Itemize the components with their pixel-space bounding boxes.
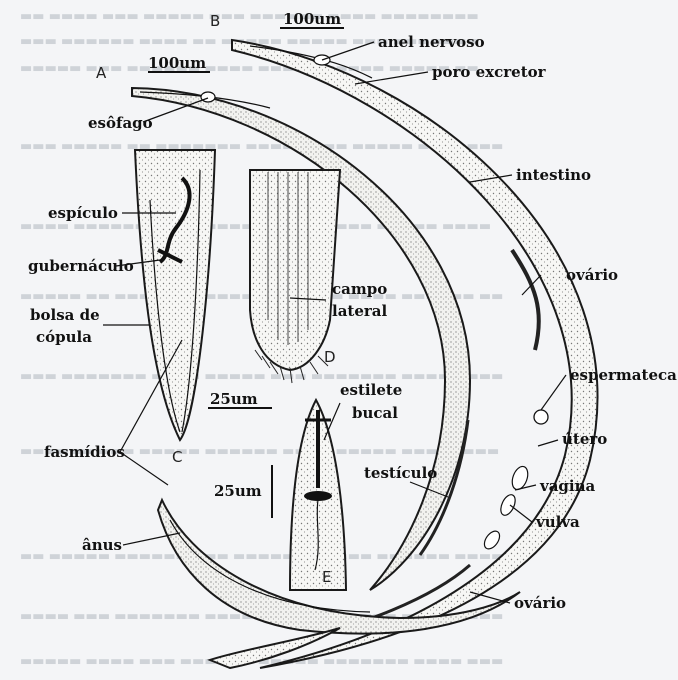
label-anus: ânus bbox=[82, 536, 122, 554]
label-fasmidios: fasmídios bbox=[44, 443, 125, 461]
svg-text:▬▬▬ ▬▬▬▬▬▬▬ ▬▬▬▬ ▬▬▬▬▬ ▬▬▬ ▬▬▬: ▬▬▬ ▬▬▬▬▬▬▬ ▬▬▬▬ ▬▬▬▬▬ ▬▬▬ ▬▬▬▬▬▬▬ ▬▬▬▬▬… bbox=[20, 369, 503, 384]
panel-c-male-tail-detail bbox=[135, 150, 215, 440]
label-intestino: intestino bbox=[516, 166, 591, 184]
panel-letter-a: A bbox=[96, 64, 107, 82]
label-vagina: vagina bbox=[539, 477, 596, 495]
label-anel-nervoso: anel nervoso bbox=[378, 33, 485, 51]
label-vulva: vulva bbox=[535, 513, 580, 531]
label-bolsa-de: bolsa de bbox=[30, 306, 100, 324]
label-lateral: lateral bbox=[332, 302, 388, 320]
scale-label-e: 25um bbox=[214, 482, 262, 500]
label-estilete: estilete bbox=[340, 381, 402, 399]
label-espermateca: espermateca bbox=[570, 366, 677, 384]
panel-e-stylet-head bbox=[290, 400, 346, 590]
label-ovario-lower: ovário bbox=[514, 594, 566, 612]
label-esofago: esôfago bbox=[88, 114, 153, 132]
label-gubernaculo: gubernáculo bbox=[28, 257, 134, 275]
label-testiculo: testículo bbox=[364, 464, 437, 482]
scale-label-d: 25um bbox=[210, 390, 258, 408]
label-espiculo: espículo bbox=[48, 204, 118, 222]
label-ovario-upper: ovário bbox=[566, 266, 618, 284]
panel-letter-e: E bbox=[322, 568, 331, 586]
svg-text:▬▬▬▬▬ ▬▬▬ ▬▬▬▬▬▬ ▬▬▬▬ ▬▬▬▬ ▬▬▬: ▬▬▬▬▬ ▬▬▬ ▬▬▬▬▬▬ ▬▬▬▬ ▬▬▬▬ ▬▬▬▬▬▬ ▬▬▬▬▬ … bbox=[20, 61, 479, 76]
label-poro-excretor: poro excretor bbox=[432, 63, 547, 81]
label-campo: campo bbox=[332, 280, 387, 298]
panel-letter-b: B bbox=[210, 12, 220, 30]
label-copula: cópula bbox=[36, 328, 92, 346]
scale-label-b: 100um bbox=[283, 10, 341, 28]
svg-text:▬▬ ▬▬▬▬ ▬▬▬ ▬▬▬▬▬ ▬▬▬ ▬▬▬▬▬▬ ▬: ▬▬ ▬▬▬▬ ▬▬▬ ▬▬▬▬▬ ▬▬▬ ▬▬▬▬▬▬ ▬▬▬▬ ▬▬▬▬▬▬… bbox=[20, 9, 479, 24]
panel-letter-c: C bbox=[172, 448, 182, 466]
label-utero: útero bbox=[562, 430, 607, 448]
scale-label-a: 100um bbox=[148, 54, 206, 72]
panel-letter-d: D bbox=[324, 348, 336, 366]
label-bucal: bucal bbox=[352, 404, 398, 422]
